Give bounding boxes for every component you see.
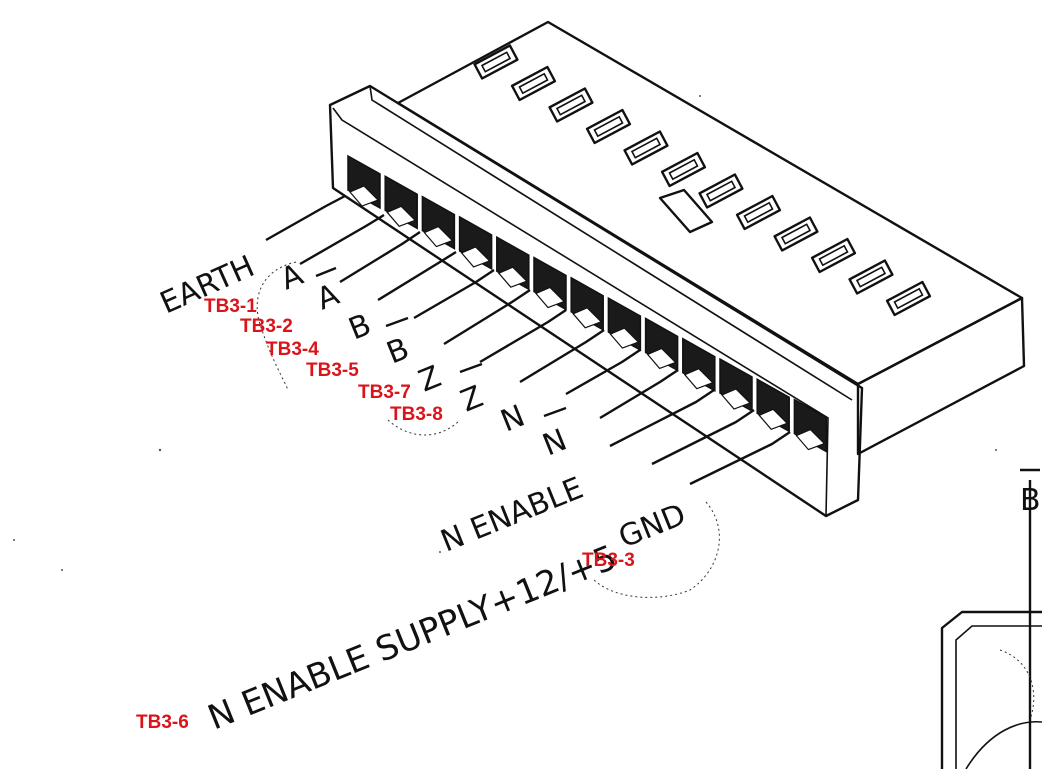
tag-tb3-4: TB3-4: [266, 339, 319, 360]
pin-contact: [721, 388, 752, 410]
top-slot: [885, 280, 932, 317]
top-slot: [773, 216, 819, 252]
top-slot: [623, 130, 669, 166]
top-slot: [848, 259, 894, 295]
connector-housing: [328, 20, 1026, 518]
label-z-bar: Z: [456, 379, 488, 419]
pin-contact: [683, 367, 714, 390]
tag-tb3-5: TB3-5: [306, 360, 359, 381]
tag-tb3-7: TB3-7: [358, 382, 411, 403]
pin-contact: [609, 327, 640, 349]
label-b: B: [344, 307, 376, 347]
pin-contact: [386, 205, 417, 228]
top-slot: [698, 173, 744, 209]
tag-tb3-2: TB3-2: [240, 316, 293, 337]
tag-tb3-1: TB3-1: [204, 296, 257, 317]
top-slot: [735, 194, 782, 231]
pin-contact: [497, 266, 528, 288]
label-n: N: [496, 399, 530, 440]
annotation-loops: [256, 261, 720, 598]
tag-tb3-6: TB3-6: [136, 712, 189, 733]
tag-tb3-3: TB3-3: [582, 550, 635, 571]
pin-contact: [535, 286, 566, 309]
label-n-enable: N ENABLE: [436, 471, 588, 560]
pin-contact: [758, 408, 789, 431]
pin-contact: [349, 185, 380, 207]
label-n-bar: N: [538, 423, 572, 464]
terminal-tags: TB3-1 TB3-2 TB3-4 TB3-5 TB3-7 TB3-8 TB3-…: [136, 296, 635, 733]
pin-contact: [460, 246, 491, 268]
label-z: Z: [414, 359, 446, 399]
top-slot: [548, 87, 594, 123]
top-slot: [810, 237, 857, 274]
connector-latch: [658, 188, 714, 234]
connector-top-slots: [473, 44, 932, 317]
top-slot: [510, 65, 557, 102]
tag-tb3-8: TB3-8: [390, 404, 443, 425]
scan-specks: [13, 95, 997, 571]
label-a-bar: A: [312, 277, 345, 317]
top-slot: [473, 44, 519, 80]
wire-leads: [265, 194, 791, 486]
label-b-bar: B: [382, 331, 414, 371]
top-slot: [585, 108, 632, 145]
top-slot: [660, 151, 707, 188]
pin-contact: [572, 307, 603, 329]
pin-contact: [795, 428, 826, 451]
label-supply: N ENABLE SUPPLY+12/+5: [202, 538, 622, 739]
pin-contact: [646, 347, 677, 370]
label-gnd: GND: [614, 497, 691, 555]
adjacent-component: [940, 480, 1042, 769]
pin-contact: [423, 225, 454, 248]
